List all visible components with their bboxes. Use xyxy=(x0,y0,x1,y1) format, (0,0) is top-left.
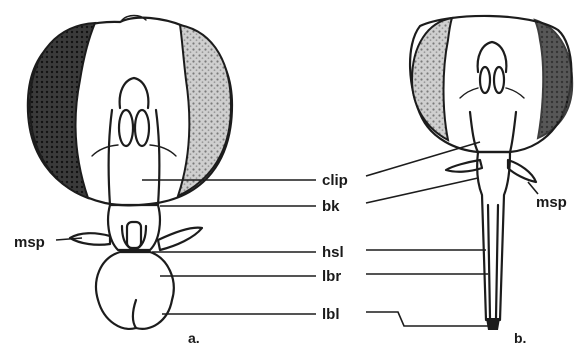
label-clip: clip xyxy=(322,172,348,189)
left-eye-a xyxy=(30,23,95,198)
label-bk: bk xyxy=(322,198,340,215)
head-b xyxy=(410,16,572,330)
maxillary-palp-right-b xyxy=(508,160,536,182)
label-lbl: lbl xyxy=(322,306,340,323)
label-msp-right: msp xyxy=(536,194,567,211)
left-eye-b xyxy=(412,18,452,140)
right-eye-a xyxy=(178,25,231,196)
panel-label-b: b. xyxy=(514,330,526,346)
head-a xyxy=(28,16,232,329)
label-lbr: lbr xyxy=(322,268,341,285)
panel-label-a: a. xyxy=(188,330,200,346)
labellum-a xyxy=(96,252,174,329)
label-hsl: hsl xyxy=(322,244,344,261)
leader-lines xyxy=(56,142,538,326)
label-msp-left: msp xyxy=(14,234,45,251)
right-eye-b xyxy=(535,20,572,138)
maxillary-palp-right-a xyxy=(158,228,202,250)
